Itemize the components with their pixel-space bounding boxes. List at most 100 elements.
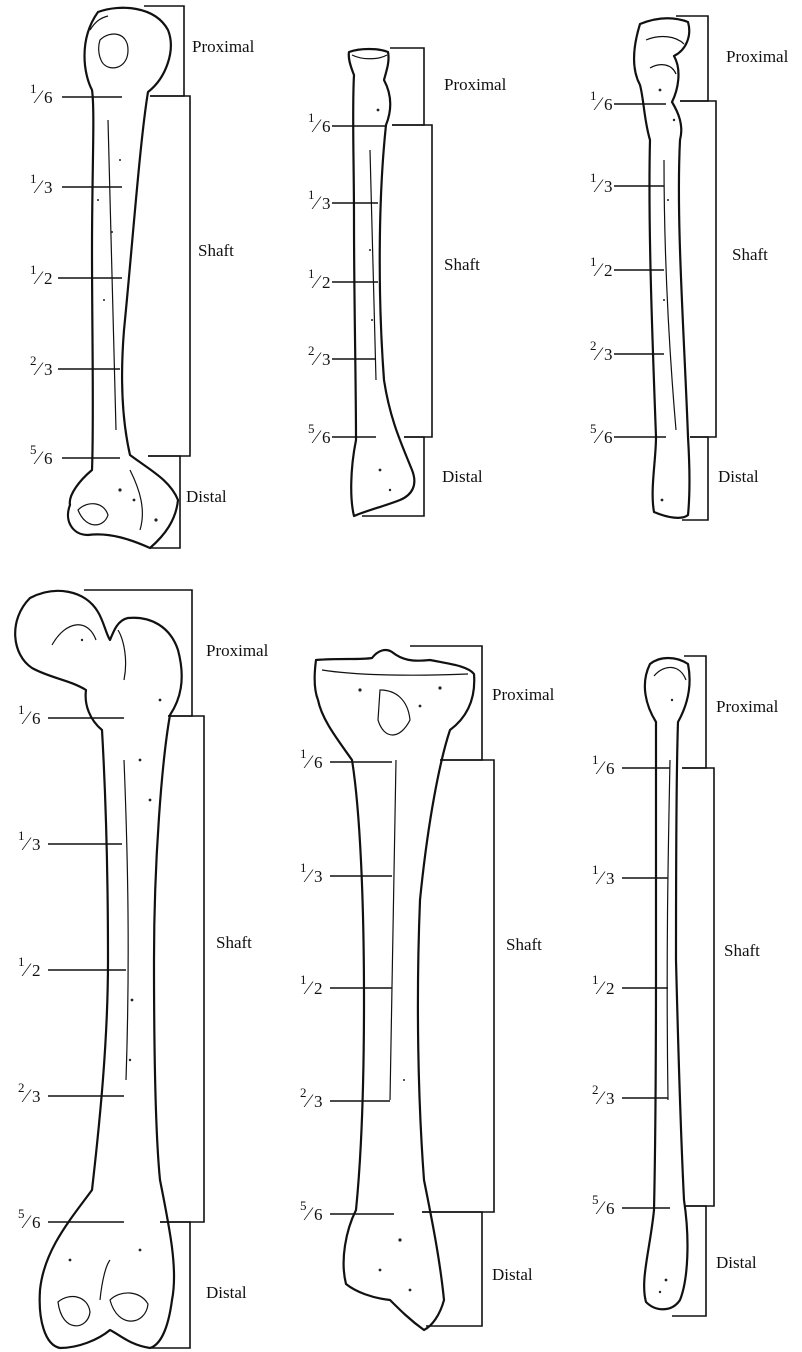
svg-text:3: 3 [44,360,53,379]
fibula-frac-1-6: 1⁄6 [592,752,615,779]
svg-text:6: 6 [32,1213,41,1232]
femur-frac-5-6: 5⁄6 [18,1206,41,1233]
svg-text:1: 1 [592,972,599,987]
tibia-frac-2-3: 2⁄3 [300,1085,323,1112]
svg-text:6: 6 [44,449,53,468]
femur-shaft-label: Shaft [216,933,252,952]
svg-text:6: 6 [314,753,323,772]
svg-text:3: 3 [606,869,615,888]
svg-text:1: 1 [18,702,25,717]
fibula-proximal-label: Proximal [716,697,779,716]
femur-frac-1-6: 1⁄6 [18,702,41,729]
ulna-frac-1-2: 1⁄2 [590,254,613,281]
svg-text:2: 2 [322,273,331,292]
svg-text:2: 2 [314,979,323,998]
svg-text:6: 6 [322,117,331,136]
svg-text:2: 2 [44,269,53,288]
bone-tibia [315,650,475,1330]
tibia-frac-5-6: 5⁄6 [300,1198,323,1225]
svg-text:1: 1 [308,266,315,281]
svg-text:1: 1 [300,746,307,761]
svg-text:3: 3 [314,867,323,886]
svg-text:2: 2 [592,1082,599,1097]
radius-frac-5-6: 5⁄6 [308,421,331,448]
svg-text:3: 3 [322,194,331,213]
fibula-distal-label: Distal [716,1253,757,1272]
radius-frac-1-6: 1⁄6 [308,110,331,137]
ulna-shaft-label: Shaft [732,245,768,264]
svg-text:6: 6 [606,759,615,778]
svg-text:3: 3 [44,178,53,197]
bone-fibula [644,658,689,1309]
svg-text:3: 3 [606,1089,615,1108]
svg-text:1: 1 [300,972,307,987]
svg-text:6: 6 [44,88,53,107]
svg-text:1: 1 [30,262,37,277]
humerus-proximal-label: Proximal [192,37,255,56]
svg-text:1: 1 [308,110,315,125]
humerus-shaft-label: Shaft [198,241,234,260]
svg-text:1: 1 [592,862,599,877]
svg-text:5: 5 [18,1206,25,1221]
tibia-outline [315,650,475,1330]
radius-distal-label: Distal [442,467,483,486]
tibia-frac-1-6: 1⁄6 [300,746,323,773]
svg-text:5: 5 [308,421,315,436]
svg-text:1: 1 [18,828,25,843]
svg-text:3: 3 [604,177,613,196]
femur-proximal-label: Proximal [206,641,269,660]
radius-frac-1-2: 1⁄2 [308,266,331,293]
svg-text:6: 6 [32,709,41,728]
fibula-frac-1-2: 1⁄2 [592,972,615,999]
svg-text:5: 5 [300,1198,307,1213]
ulna-frac-2-3: 2⁄3 [590,338,613,365]
svg-text:2: 2 [32,961,41,980]
svg-text:1: 1 [30,81,37,96]
humerus-distal-label: Distal [186,487,227,506]
humerus-frac-1-6: 1⁄6 [30,81,53,108]
tibia-frac-1-3: 1⁄3 [300,860,323,887]
svg-text:6: 6 [606,1199,615,1218]
radius-proximal-label: Proximal [444,75,507,94]
ulna-frac-5-6: 5⁄6 [590,421,613,448]
svg-text:2: 2 [30,353,37,368]
femur-distal-label: Distal [206,1283,247,1302]
svg-text:3: 3 [604,345,613,364]
tibia-shaft-label: Shaft [506,935,542,954]
radius-shaft-label: Shaft [444,255,480,274]
svg-text:1: 1 [300,860,307,875]
svg-text:1: 1 [590,170,597,185]
svg-text:3: 3 [322,350,331,369]
svg-text:1: 1 [592,752,599,767]
svg-text:2: 2 [606,979,615,998]
svg-text:1: 1 [30,171,37,186]
svg-text:2: 2 [604,261,613,280]
fibula-frac-2-3: 2⁄3 [592,1082,615,1109]
femur-frac-2-3: 2⁄3 [18,1080,41,1107]
ulna-proximal-label: Proximal [726,47,789,66]
svg-text:5: 5 [592,1192,599,1207]
bone-ulna [634,18,690,517]
svg-text:5: 5 [30,442,37,457]
tibia-frac-1-2: 1⁄2 [300,972,323,999]
humerus-frac-1-3: 1⁄3 [30,171,53,198]
svg-text:1: 1 [18,954,25,969]
fibula-shaft-label: Shaft [724,941,760,960]
svg-text:3: 3 [314,1092,323,1111]
femur-frac-1-3: 1⁄3 [18,828,41,855]
ulna-frac-1-6: 1⁄6 [590,88,613,115]
svg-text:2: 2 [300,1085,307,1100]
svg-text:2: 2 [18,1080,25,1095]
femur-frac-1-2: 1⁄2 [18,954,41,981]
fibula-frac-5-6: 5⁄6 [592,1192,615,1219]
svg-text:6: 6 [322,428,331,447]
svg-text:6: 6 [604,95,613,114]
svg-text:1: 1 [590,254,597,269]
ulna-frac-1-3: 1⁄3 [590,170,613,197]
svg-text:1: 1 [590,88,597,103]
svg-text:3: 3 [32,1087,41,1106]
svg-text:2: 2 [590,338,597,353]
svg-text:1: 1 [308,187,315,202]
ulna-outline [634,18,690,517]
